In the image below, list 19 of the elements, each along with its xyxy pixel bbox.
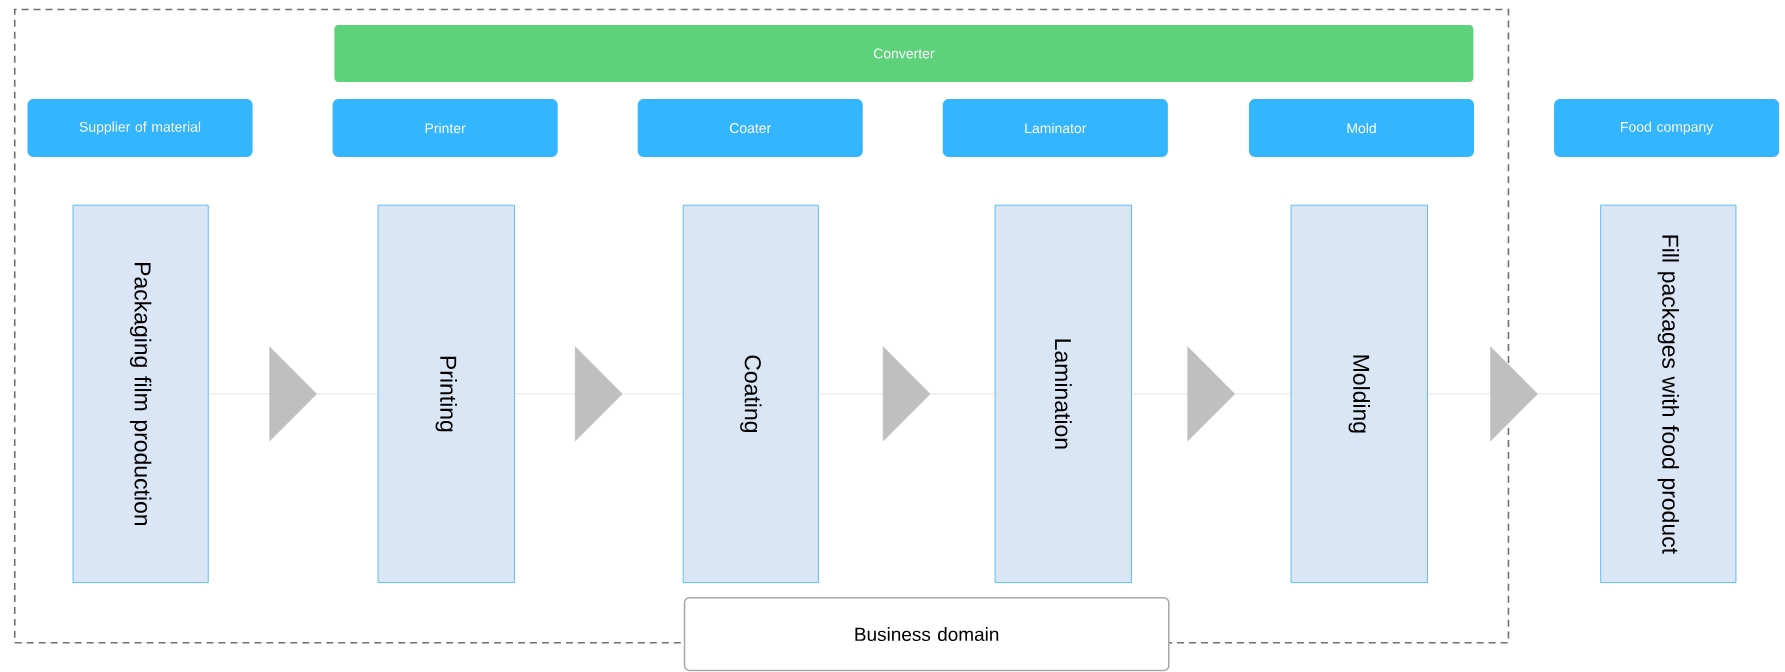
- process-box: Fill packages with food product: [1600, 204, 1737, 584]
- region-label: Business domain: [683, 597, 1170, 672]
- chevron-arrow: [208, 346, 378, 442]
- chevron-arrow: [514, 346, 683, 442]
- role-box: Supplier of material: [27, 99, 253, 158]
- process-box: Molding: [1290, 204, 1428, 584]
- chevron-arrow: [818, 346, 995, 442]
- role-box: Laminator: [942, 99, 1168, 158]
- band-header: Converter: [334, 25, 1474, 83]
- role-box: Coater: [637, 99, 863, 158]
- chevron-arrow: [1131, 346, 1291, 442]
- role-box: Food company: [1554, 99, 1780, 158]
- process-box: Lamination: [994, 204, 1132, 584]
- role-box: Printer: [332, 99, 558, 158]
- process-box: Printing: [377, 204, 515, 584]
- chevron-arrow: [1427, 346, 1601, 442]
- process-box: Coating: [682, 204, 819, 584]
- process-box: Packaging film production: [72, 204, 209, 584]
- role-box: Mold: [1249, 99, 1475, 158]
